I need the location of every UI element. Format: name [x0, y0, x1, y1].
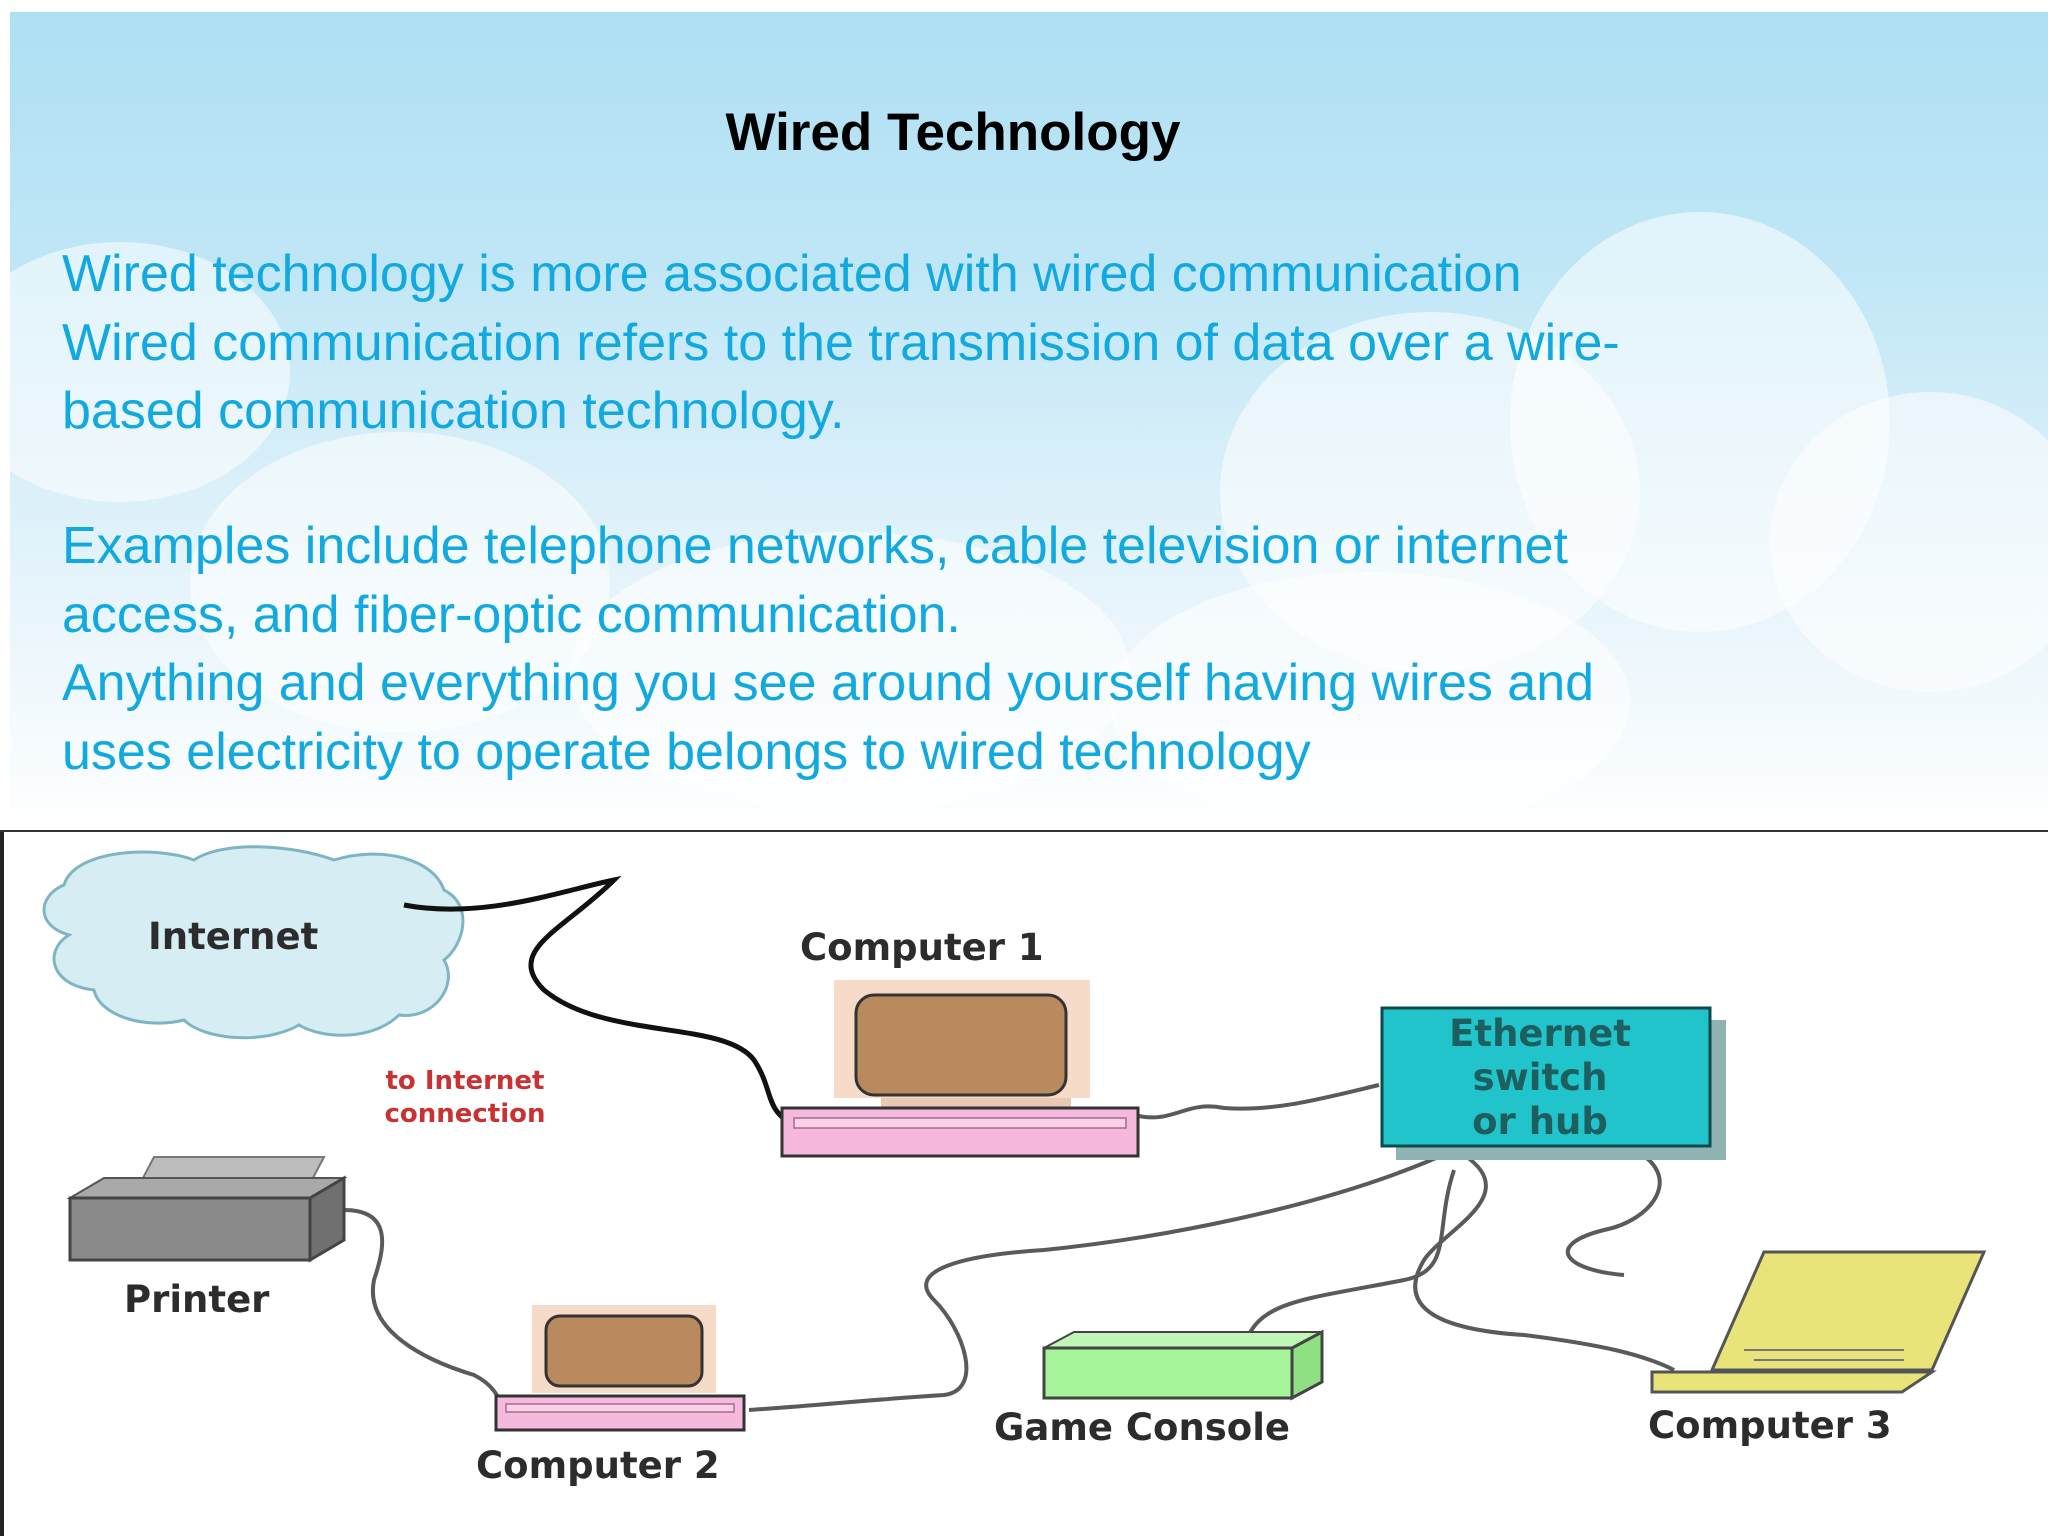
text-line: to Internet: [385, 1066, 545, 1096]
examples-paragraph: Examples include telephone networks, cab…: [62, 512, 1822, 786]
internet-cloud-icon: [42, 845, 465, 1040]
text-line: Wired technology is more associated with…: [62, 245, 1522, 303]
text-line: based communication technology.: [62, 382, 845, 440]
game-console-icon: [1042, 1329, 1324, 1401]
internet-cable: [403, 875, 796, 1128]
printer-label: Printer: [124, 1278, 270, 1321]
computer-3-icon: [1650, 1250, 1987, 1394]
background-cloud: [10, 242, 290, 502]
background-cloud: [190, 432, 610, 732]
text-line: switch: [1472, 1056, 1608, 1099]
intro-paragraph: Wired technology is more associated with…: [62, 240, 1822, 446]
computer-2-icon: [494, 1305, 746, 1432]
ethernet-cables: [343, 1083, 1675, 1412]
background-cloud: [1110, 572, 1630, 832]
text-line: connection: [384, 1099, 546, 1129]
slide-title: Wired Technology: [725, 103, 1181, 162]
text-line: or hub: [1472, 1100, 1608, 1143]
background-cloud: [1770, 392, 2048, 692]
ethernet-switch-icon: [1380, 1006, 1726, 1160]
text-line: Anything and everything you see around y…: [62, 654, 1595, 712]
computer-1-icon: [780, 980, 1140, 1158]
network-diagram: [0, 832, 2048, 1536]
internet-label: Internet: [148, 915, 319, 958]
text-line: Examples include telephone networks, cab…: [62, 517, 1568, 575]
ethernet-switch-label: Ethernet switch or hub: [1380, 1012, 1700, 1144]
text-line: Ethernet: [1449, 1012, 1631, 1055]
background-cloud: [570, 532, 1130, 812]
computer-2-label: Computer 2: [476, 1444, 720, 1487]
text-line: uses electricity to operate belongs to w…: [62, 722, 1311, 781]
section-divider: [0, 830, 2048, 832]
slide-background: [10, 12, 2048, 832]
computer-3-label: Computer 3: [1648, 1404, 1892, 1447]
internet-connection-label: to Internet connection: [340, 1065, 590, 1131]
text-line: Wired communication refers to the transm…: [62, 313, 1620, 372]
printer-icon: [66, 1156, 348, 1263]
network-diagram-graphic: [42, 845, 1987, 1432]
text-line: access, and fiber-optic communication.: [62, 585, 961, 644]
game-console-label: Game Console: [994, 1406, 1290, 1449]
computer-1-label: Computer 1: [800, 926, 1044, 969]
